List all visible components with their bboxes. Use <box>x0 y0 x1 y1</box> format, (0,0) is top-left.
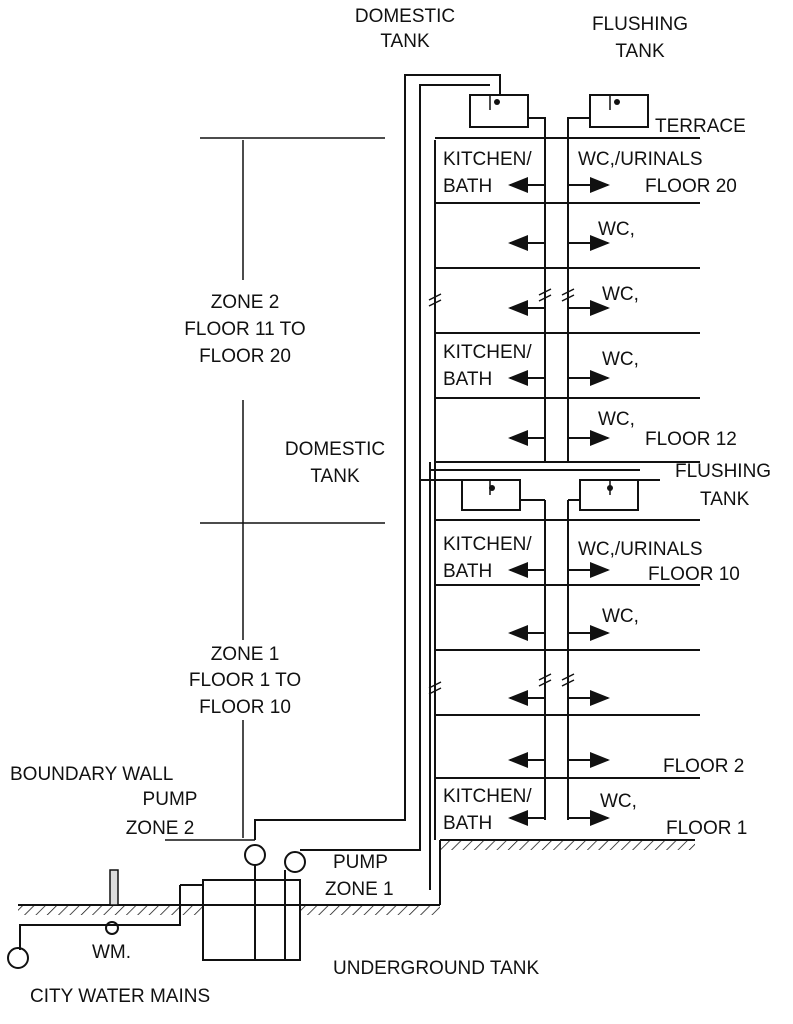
zone2-label-3: FLOOR 20 <box>199 346 291 367</box>
flushing-tank-mid <box>579 479 639 511</box>
kitchen-bath-20-label-2: BATH <box>443 176 492 197</box>
kitchen-bath-1-label-2: BATH <box>443 813 492 834</box>
domestic-tank-mid-label-1: DOMESTIC <box>285 439 385 460</box>
domestic-tank-mid <box>461 479 521 511</box>
domestic-tank-top <box>469 94 529 128</box>
kitchen-bath-1-label-1: KITCHEN/ <box>443 786 532 807</box>
flushing-tank-mid-label-2: TANK <box>700 489 750 510</box>
wc-1-label: WC, <box>600 791 637 812</box>
terrace-label: TERRACE <box>655 116 746 137</box>
underground-tank-label: UNDERGROUND TANK <box>333 958 540 979</box>
kitchen-bath-10-label-1: KITCHEN/ <box>443 534 532 555</box>
wc-14-label: WC, <box>602 349 639 370</box>
kitchen-bath-10-label-2: BATH <box>443 561 492 582</box>
floor-12-label: FLOOR 12 <box>645 429 737 450</box>
zone-dimension <box>165 137 385 841</box>
boundary-wall-label: BOUNDARY WALL <box>10 764 173 785</box>
zone2-label-1: ZONE 2 <box>211 292 280 313</box>
flushing-tank-top-label-2: TANK <box>615 41 665 62</box>
flushing-tank-top <box>589 94 649 128</box>
floor-10-label: FLOOR 10 <box>648 564 740 585</box>
break-marks <box>428 288 575 695</box>
kitchen-bath-20-label-1: KITCHEN/ <box>443 149 532 170</box>
outlet-arrows <box>508 177 610 826</box>
city-water-mains-symbol <box>7 947 29 969</box>
underground-tank <box>202 879 301 961</box>
wm-label: WM. <box>92 942 131 963</box>
wc-18-label: WC, <box>602 284 639 305</box>
floor-2-label: FLOOR 2 <box>663 756 744 777</box>
domestic-tank-top-label-1: DOMESTIC <box>355 6 455 27</box>
floor-20-label: FLOOR 20 <box>645 176 737 197</box>
zone1-label-1: ZONE 1 <box>211 644 280 665</box>
wc-12-label: WC, <box>598 409 635 430</box>
flushing-tank-top-label-1: FLUSHING <box>592 14 688 35</box>
boundary-wall-symbol <box>109 869 119 906</box>
pump-zone-1 <box>284 851 306 873</box>
wc-19-label: WC, <box>598 219 635 240</box>
wc-9-label: WC, <box>602 606 639 627</box>
pump-zone1-label-2: ZONE 1 <box>325 879 394 900</box>
risers <box>254 74 640 890</box>
flushing-tank-mid-label-1: FLUSHING <box>675 461 771 482</box>
pump-zone-2 <box>244 844 266 866</box>
kitchen-bath-14-label-2: BATH <box>443 369 492 390</box>
water-meter <box>105 921 119 935</box>
domestic-tank-top-label-2: TANK <box>380 31 430 52</box>
zone1-label-2: FLOOR 1 TO <box>189 670 301 691</box>
pump-zone1-label-1: PUMP <box>333 852 388 873</box>
kitchen-bath-14-label-1: KITCHEN/ <box>443 342 532 363</box>
domestic-tank-mid-label-2: TANK <box>310 466 360 487</box>
floor-1-label: FLOOR 1 <box>666 818 747 839</box>
zone1-label-3: FLOOR 10 <box>199 697 291 718</box>
wc-urinals-10-label: WC,/URINALS <box>578 539 703 560</box>
zone2-label-2: FLOOR 11 TO <box>184 319 305 340</box>
city-water-mains-label: CITY WATER MAINS <box>30 986 210 1007</box>
pump-zone2-label-2: ZONE 2 <box>126 818 195 839</box>
wc-urinals-20-label: WC,/URINALS <box>578 149 703 170</box>
pump-zone2-label-1: PUMP <box>143 789 198 810</box>
